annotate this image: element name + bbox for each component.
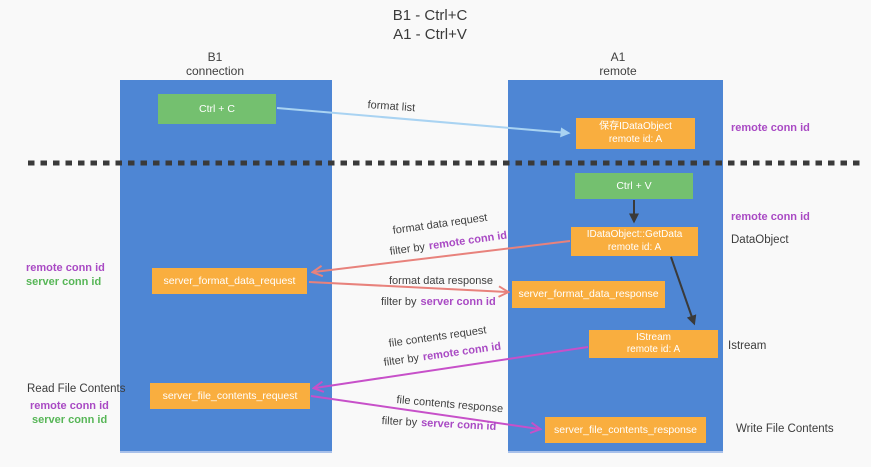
node-format-request-label: server_format_data_request bbox=[163, 274, 296, 287]
flow-label-file-contents-response: file contents response bbox=[395, 394, 504, 416]
filter-key-remote-1: remote conn id bbox=[428, 229, 508, 253]
filter-by-text-2: filter by bbox=[381, 296, 417, 308]
annotation-read-file-contents: Read File Contents bbox=[27, 383, 126, 395]
node-server-format-data-request: server_format_data_request bbox=[152, 268, 307, 294]
annotation-left-server-conn-id-2: server conn id bbox=[32, 414, 108, 426]
node-istream-line2: remote id: A bbox=[626, 344, 681, 355]
node-server-format-data-response: server_format_data_response bbox=[512, 281, 665, 308]
node-file-request-label: server_file_contents_request bbox=[162, 389, 298, 402]
title-line-1: B1 - Ctrl+C bbox=[392, 7, 468, 24]
lane-header-a1: A1 remote bbox=[548, 50, 688, 78]
node-ctrl-v: Ctrl + V bbox=[575, 173, 693, 199]
filter-by-text-4: filter by bbox=[381, 415, 418, 429]
node-getdata-line2: remote id: A bbox=[607, 241, 662, 253]
flow-label-format-data-response: format data response bbox=[389, 275, 493, 287]
annotation-remote-conn-id-mid: remote conn id bbox=[731, 211, 810, 223]
diagram-title: B1 - Ctrl+C A1 - Ctrl+V bbox=[330, 6, 530, 44]
node-save-idataobject-line2: remote id: A bbox=[608, 133, 663, 145]
annotation-left-remote-conn-id-2: remote conn id bbox=[30, 400, 109, 412]
node-ctrl-c: Ctrl + C bbox=[158, 94, 276, 124]
flow-label-format-list: format list bbox=[367, 99, 416, 115]
node-istream-line1: IStream bbox=[635, 331, 671, 343]
node-save-idataobject-line1: 保存IDataObject bbox=[599, 121, 672, 132]
annotation-left-remote-conn-id-1: remote conn id bbox=[26, 262, 105, 274]
node-server-file-contents-response: server_file_contents_response bbox=[545, 417, 706, 443]
filter-by-text-1: filter by bbox=[389, 241, 426, 258]
lane-b1-subtitle: connection bbox=[185, 64, 245, 78]
node-istream: IStream remote id: A bbox=[589, 330, 718, 358]
node-getdata-line1: IDataObject::GetData bbox=[586, 229, 683, 240]
lane-a1-name: A1 bbox=[610, 50, 626, 64]
node-idataobject-getdata: IDataObject::GetData remote id: A bbox=[571, 227, 698, 256]
node-server-file-contents-request: server_file_contents_request bbox=[150, 383, 310, 409]
lane-a1-subtitle: remote bbox=[599, 64, 637, 78]
annotation-write-file-contents: Write File Contents bbox=[736, 423, 834, 435]
filter-key-remote-2: remote conn id bbox=[422, 340, 502, 364]
filter-key-server-2: server conn id bbox=[420, 417, 497, 433]
title-line-2: A1 - Ctrl+V bbox=[393, 26, 467, 43]
lane-header-b1: B1 connection bbox=[145, 50, 285, 78]
node-ctrl-c-label: Ctrl + C bbox=[199, 102, 235, 115]
filter-key-server-1: server conn id bbox=[420, 296, 496, 308]
node-format-response-label: server_format_data_response bbox=[518, 288, 659, 301]
annotation-istream: Istream bbox=[728, 340, 767, 352]
node-ctrl-v-label: Ctrl + V bbox=[616, 179, 652, 192]
node-file-response-label: server_file_contents_response bbox=[553, 423, 697, 436]
annotation-remote-conn-id-top: remote conn id bbox=[731, 122, 810, 134]
annotation-dataobject: DataObject bbox=[731, 234, 789, 246]
annotation-left-server-conn-id-1: server conn id bbox=[26, 276, 102, 288]
node-save-idataobject: 保存IDataObject remote id: A bbox=[576, 118, 695, 149]
lane-b1-name: B1 bbox=[207, 50, 223, 64]
filter-by-text-3: filter by bbox=[383, 352, 420, 369]
